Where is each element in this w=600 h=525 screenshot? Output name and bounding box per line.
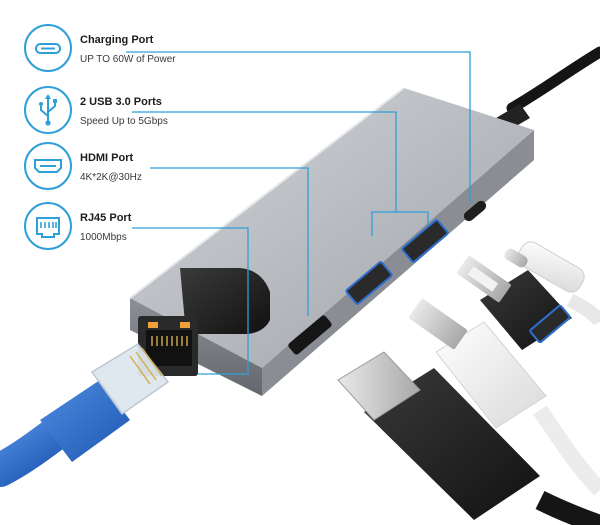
usb-c-plug-tip [504,248,528,268]
hub-right-face [262,130,534,396]
feature-title: RJ45 Port [80,212,132,224]
rj45-led-left [148,322,158,328]
feature-charging-port: Charging Port UP TO 60W of Power [24,24,284,80]
feature-title: HDMI Port [80,152,134,164]
feature-subtitle: UP TO 60W of Power [80,54,176,65]
hdmi-port [288,315,332,355]
hdmi-cable [337,351,600,525]
feature-usb-ports: 2 USB 3.0 Ports Speed Up to 5Gbps [24,86,284,142]
feature-title: 2 USB 3.0 Ports [80,96,162,108]
leader-hdmi [150,167,309,316]
usb-a-metal-plug [408,298,468,350]
leader-rj45 [132,227,249,375]
adapter-usb-a-socket [529,304,571,344]
hdmi-port-icon [24,142,72,190]
usb-c-port-icon [24,24,72,72]
leader-usb-branch [396,211,429,226]
feature-subtitle: Speed Up to 5Gbps [80,116,168,127]
hub-cable [506,46,600,114]
adapter-plug-insert [467,266,499,292]
feature-hdmi-port: HDMI Port 4K*2K@30Hz [24,142,284,198]
usb-symbol-icon [24,86,72,134]
hdmi-plug-body [364,368,540,520]
rj45-socket-opening [146,330,192,366]
feature-subtitle: 1000Mbps [80,232,127,243]
hub-ports [288,200,487,355]
usb-a-port-2 [401,219,449,263]
usb-a-adapter [457,255,572,350]
rj45-led-right [180,322,190,328]
ethernet-plug-boot [40,380,130,462]
ethernet-port-icon [24,202,72,250]
feature-subtitle: 4K*2K@30Hz [80,172,142,183]
hub-edge-highlight [129,87,405,299]
leader-charging [126,51,471,202]
usb-c-cable [504,241,600,326]
usb-a-white-boot [435,321,547,429]
ethernet-cable [0,343,170,487]
callout-leader-lines [126,51,471,375]
usb-a-cable [408,298,600,496]
usb-c-port [463,200,487,222]
ethernet-plug-clear-head [90,343,170,416]
feature-rj45-port: RJ45 Port 1000Mbps [24,202,284,258]
hdmi-metal-tip [337,351,421,421]
usb-c-plug-body [517,241,585,293]
feature-title: Charging Port [80,34,154,46]
usb-a-port-1 [345,261,393,305]
